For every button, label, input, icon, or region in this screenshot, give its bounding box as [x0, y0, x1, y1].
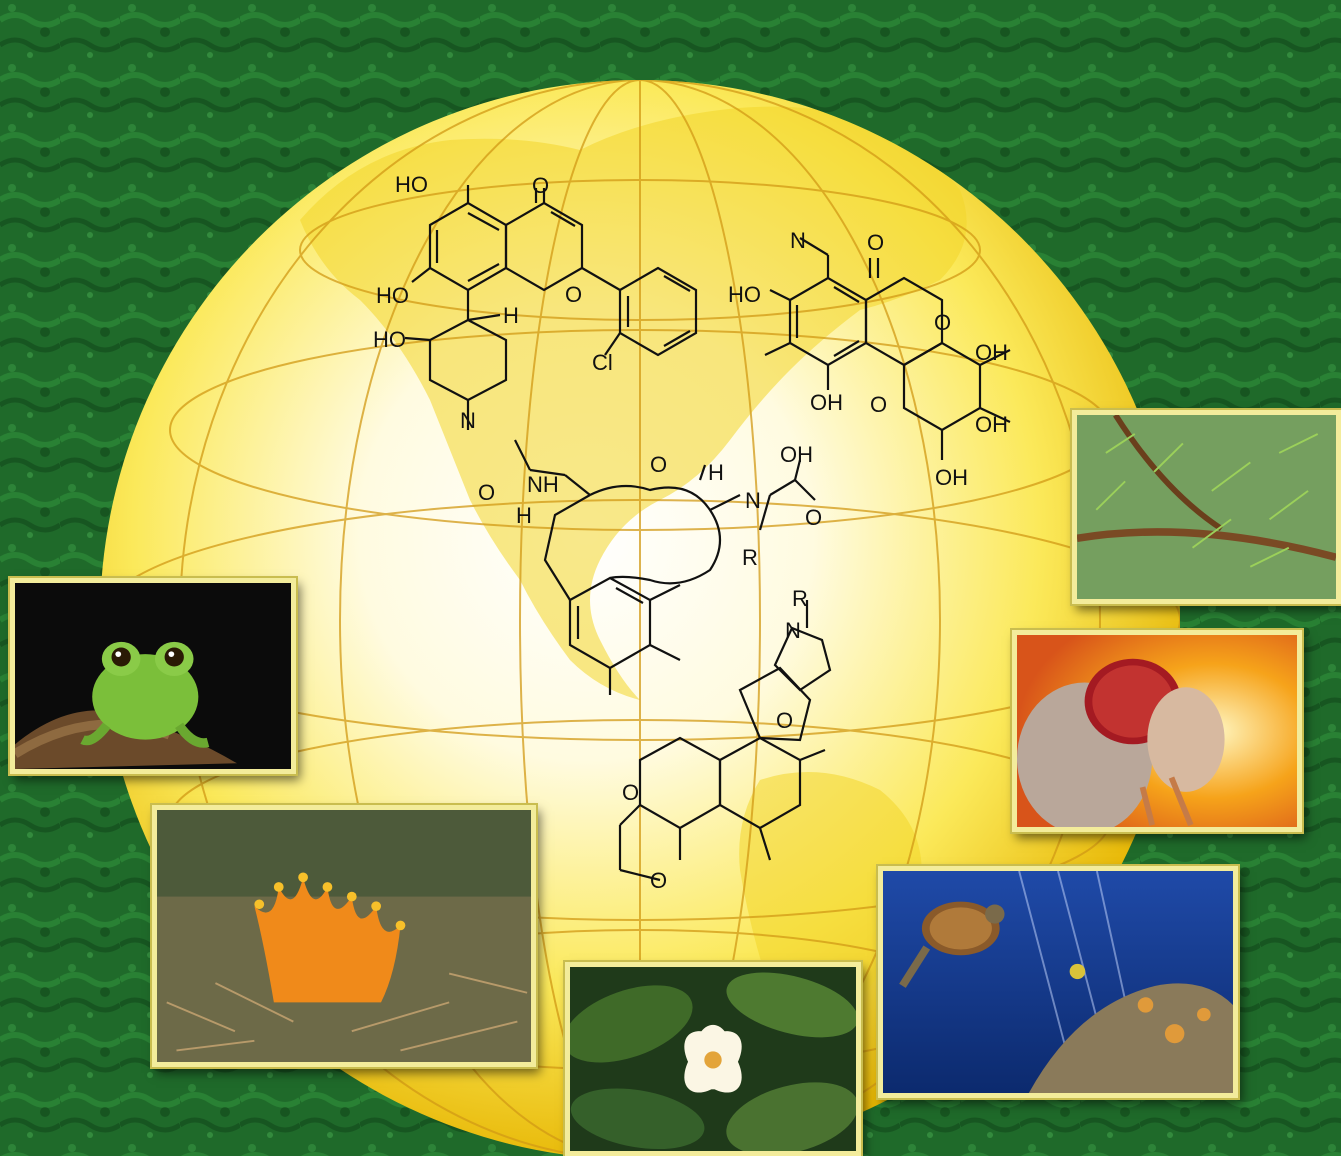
- label-r: R: [792, 586, 808, 611]
- molecule-bergenin-labels: N O HO O OH OH O OH OH: [728, 228, 1008, 490]
- label-cl: Cl: [592, 350, 613, 375]
- molecule-colchicine: [514, 439, 816, 695]
- label-o: O: [870, 392, 887, 417]
- label-ho: HO: [728, 282, 761, 307]
- molecule-flavone-labels: HO O HO O H HO Cl N: [373, 172, 613, 433]
- photo-frog: [10, 578, 296, 774]
- label-ho: HO: [373, 327, 406, 352]
- label-o: O: [805, 505, 822, 530]
- label-n: N: [785, 618, 801, 643]
- label-oh: OH: [935, 465, 968, 490]
- turtle-illustration: [883, 871, 1233, 1093]
- label-ho: HO: [376, 283, 409, 308]
- photo-magnolia: [565, 962, 861, 1156]
- magnolia-illustration: [570, 967, 856, 1151]
- label-o: O: [934, 310, 951, 335]
- label-oh: OH: [810, 390, 843, 415]
- fly-illustration: [1017, 635, 1297, 827]
- molecule-spiro-labels: R N O O O: [622, 586, 808, 893]
- label-o: O: [650, 452, 667, 477]
- photo-fungus: [152, 805, 536, 1067]
- molecule-bergenin: [764, 237, 1011, 460]
- label-o: O: [565, 282, 582, 307]
- label-o: O: [650, 868, 667, 893]
- label-o: O: [622, 780, 639, 805]
- label-n: N: [460, 408, 476, 433]
- molecule-flavone: [404, 185, 698, 430]
- label-r: R: [742, 545, 758, 570]
- molecule-spiro: [618, 600, 832, 882]
- label-nh: NH: [527, 472, 559, 497]
- photo-pine: [1072, 410, 1341, 604]
- label-n: N: [790, 228, 806, 253]
- label-o: O: [776, 708, 793, 733]
- label-h: H: [516, 503, 532, 528]
- label-o: O: [867, 230, 884, 255]
- fungus-illustration: [157, 810, 531, 1062]
- photo-turtle: [878, 866, 1238, 1098]
- label-ho: HO: [395, 172, 428, 197]
- frog-illustration: [15, 583, 291, 769]
- label-oh: OH: [975, 340, 1008, 365]
- pine-illustration: [1077, 415, 1336, 599]
- label-h: H: [708, 460, 724, 485]
- photo-fly: [1012, 630, 1302, 832]
- label-n: N: [745, 488, 761, 513]
- label-o: O: [532, 173, 549, 198]
- label-h: H: [503, 303, 519, 328]
- continent-north-america: [300, 106, 967, 700]
- label-o: O: [478, 480, 495, 505]
- label-oh: OH: [780, 442, 813, 467]
- label-oh: OH: [975, 412, 1008, 437]
- molecule-colchicine-labels: NH O H O N H OH O R: [478, 442, 822, 570]
